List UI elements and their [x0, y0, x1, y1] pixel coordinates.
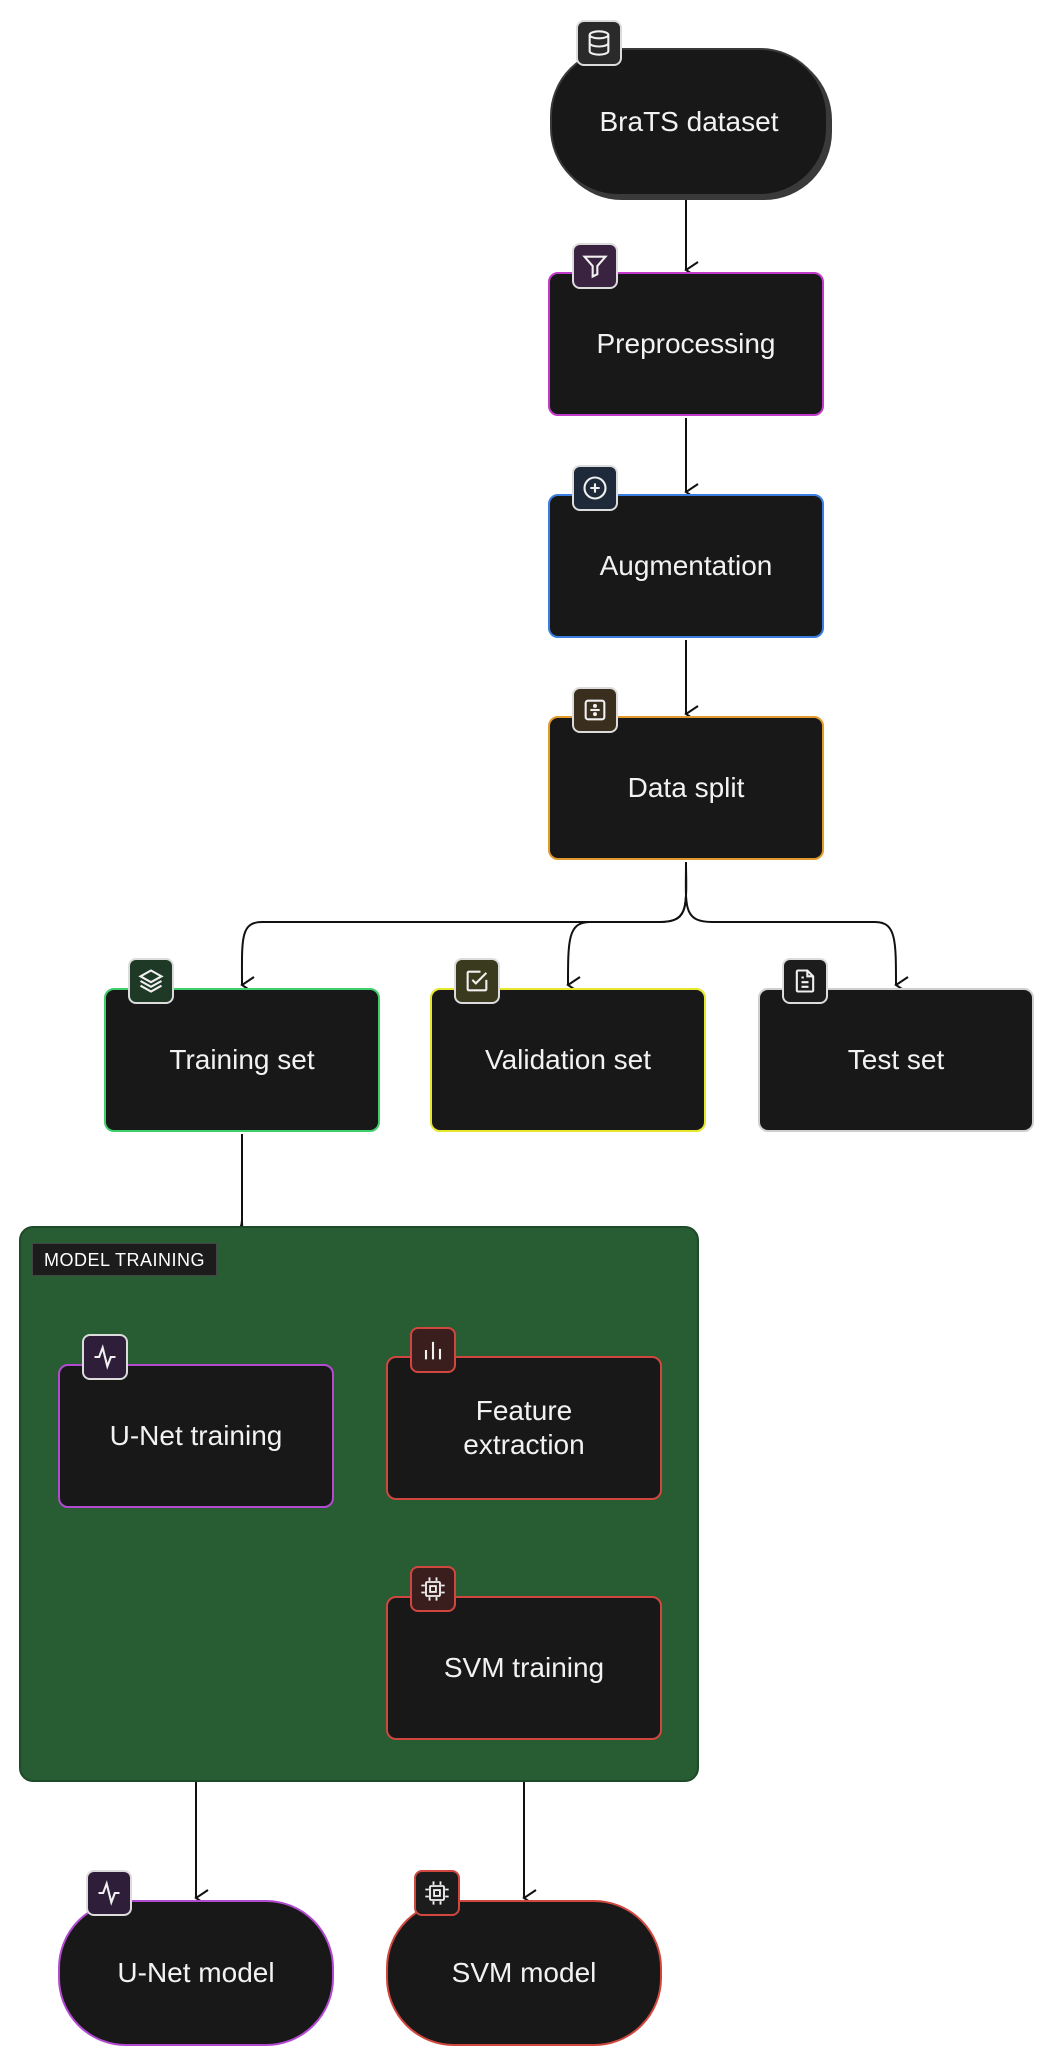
- node-label: Test set: [847, 1044, 945, 1076]
- plus-circle-icon: [572, 465, 618, 511]
- divide-icon: [572, 687, 618, 733]
- node-label: U-Net model: [117, 1957, 275, 1989]
- node-label: Feature extraction: [463, 1395, 585, 1460]
- node-svm-training[interactable]: SVM training: [386, 1596, 662, 1740]
- node-training-set[interactable]: Training set: [104, 988, 380, 1132]
- check-square-icon: [454, 958, 500, 1004]
- node-label: BraTS dataset: [599, 106, 779, 138]
- node-feature-extraction[interactable]: Feature extraction: [386, 1356, 662, 1500]
- node-brats-dataset[interactable]: BraTS dataset: [550, 48, 828, 196]
- node-preprocessing[interactable]: Preprocessing: [548, 272, 824, 416]
- activity-icon: [82, 1334, 128, 1380]
- node-test-set[interactable]: Test set: [758, 988, 1034, 1132]
- node-label: Training set: [169, 1044, 315, 1076]
- node-label: Augmentation: [599, 550, 773, 582]
- node-label: Validation set: [484, 1044, 652, 1076]
- layers-icon: [128, 958, 174, 1004]
- node-unet-training[interactable]: U-Net training: [58, 1364, 334, 1508]
- edge-datasplit-validation: [566, 861, 688, 994]
- bar-chart-icon: [410, 1327, 456, 1373]
- activity-icon: [86, 1870, 132, 1916]
- node-validation-set[interactable]: Validation set: [430, 988, 706, 1132]
- cpu-icon: [410, 1566, 456, 1612]
- node-data-split[interactable]: Data split: [548, 716, 824, 860]
- node-label: SVM training: [443, 1652, 605, 1684]
- database-icon: [576, 20, 622, 66]
- file-text-icon: [782, 958, 828, 1004]
- node-label: SVM model: [451, 1957, 597, 1989]
- filter-icon: [572, 243, 618, 289]
- model-training-label: MODEL TRAINING: [32, 1243, 218, 1276]
- node-svm-model[interactable]: SVM model: [386, 1900, 662, 2046]
- node-unet-model[interactable]: U-Net model: [58, 1900, 334, 2046]
- node-label: Preprocessing: [596, 328, 776, 360]
- edge-datasplit-test: [684, 861, 909, 994]
- cpu-icon: [414, 1870, 460, 1916]
- node-label: Data split: [627, 772, 745, 804]
- node-augmentation[interactable]: Augmentation: [548, 494, 824, 638]
- node-label: U-Net training: [109, 1420, 283, 1452]
